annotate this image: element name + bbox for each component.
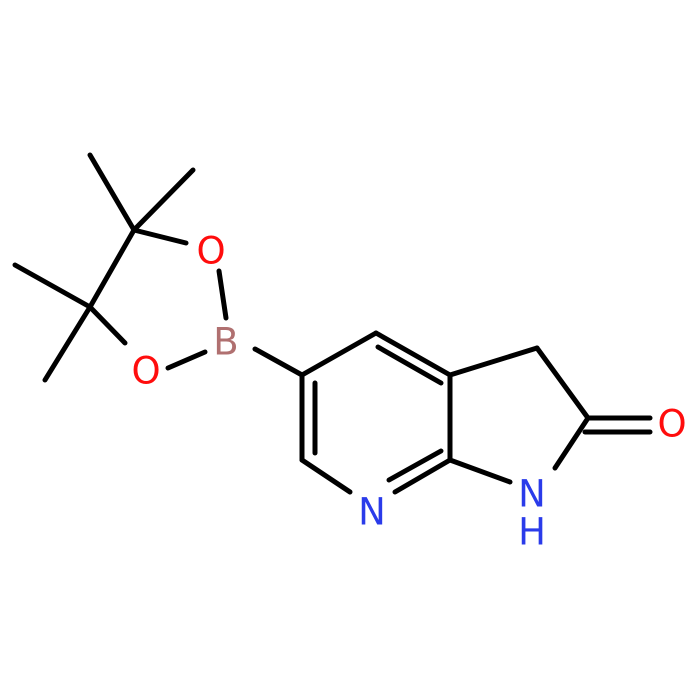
bond-n7-c7a [392,457,453,495]
bond-b-o-bottom [165,349,208,371]
atom-oxygen-bottom: O [131,350,160,393]
atom-boron: B [213,321,238,364]
bond-methyl-4 [42,304,93,383]
bond-methyl-1 [87,152,137,233]
bond-c4-c3a [373,330,453,378]
atom-nitrogen-lactam: N [518,473,546,516]
bond-c3a-c3 [447,345,540,378]
bond-c5-c4 [299,330,379,378]
bond-o-b-top [216,268,229,321]
bond-c-c-ring [87,227,137,310]
atom-oxygen-top: O [196,230,225,273]
bond-n1-c7a [447,457,513,485]
atom-hydrogen-lactam: H [518,511,546,554]
bond-c6-n7 [299,457,353,495]
bond-n7-c7a-double [386,448,444,483]
atom-labels: O O B O N N H [131,230,686,554]
bond-methyl-2 [131,167,196,233]
bond-o-c-bottom [87,304,128,346]
bond-lines [12,152,653,495]
bond-c3-c2 [534,345,591,421]
atom-nitrogen-pyridine: N [358,491,386,534]
atom-oxygen-carbonyl: O [657,403,686,446]
bond-b-c5 [252,346,305,378]
bond-c-o-top [131,227,189,246]
bond-c2-n1 [552,415,591,471]
bond-c4-c3a-double [375,344,444,386]
bond-methyl-3 [12,262,93,310]
